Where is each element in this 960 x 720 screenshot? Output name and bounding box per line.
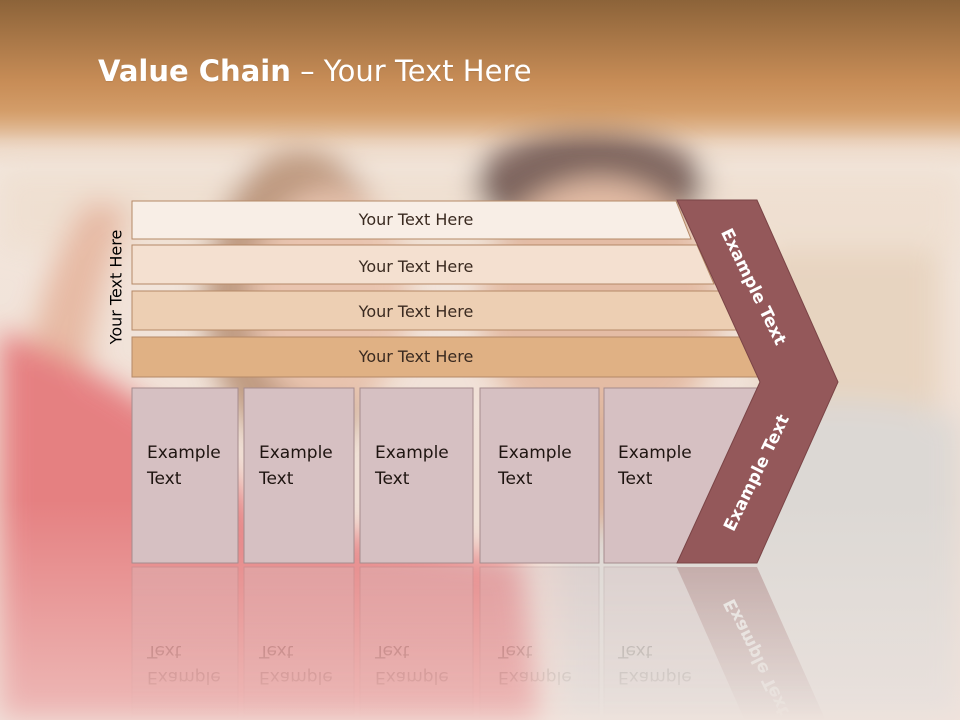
slide-title: Value Chain – Your Text Here: [98, 54, 532, 88]
box-1-shape: [131, 387, 239, 564]
box-1-line1: Example: [147, 443, 221, 463]
box-3-line1: Example: [375, 443, 449, 463]
reflect-box-2-line1: Example: [259, 667, 333, 687]
reflect-box-1-line1: Example: [147, 667, 221, 687]
reflect-box-1-line2: Text: [146, 641, 182, 661]
box-3-line2: Text: [374, 469, 410, 489]
bar-2-shape: [131, 244, 715, 285]
box-1-line2: Text: [146, 469, 182, 489]
box-2-line2: Text: [258, 469, 294, 489]
box-2-line1: Example: [259, 443, 333, 463]
bar-1-label: Your Text Here: [358, 210, 474, 229]
bars-group: Your Text Here Your Text Here Your Text …: [131, 200, 764, 378]
box-4-line1: Example: [498, 443, 572, 463]
box-5-line1: Example: [618, 443, 692, 463]
reflect-box-5-line2: Text: [617, 641, 653, 661]
title-rest: – Your Text Here: [290, 54, 532, 88]
bar-1[interactable]: Your Text Here: [131, 200, 692, 240]
bar-4[interactable]: Your Text Here: [131, 336, 764, 378]
box-1[interactable]: Example Text: [131, 387, 239, 564]
reflect-box-3-line2: Text: [374, 641, 410, 661]
box-3-shape: [359, 387, 474, 564]
bar-2-label: Your Text Here: [358, 257, 474, 276]
box-5-line2: Text: [617, 469, 653, 489]
bar-3[interactable]: Your Text Here: [131, 290, 740, 331]
bar-4-label: Your Text Here: [358, 347, 474, 366]
reflect-box-2-line2: Text: [258, 641, 294, 661]
box-2-shape: [243, 387, 355, 564]
box-4[interactable]: Example Text: [479, 387, 600, 564]
box-4-line2: Text: [497, 469, 533, 489]
reflect-box-4-line1: Example: [498, 667, 572, 687]
boxes-group: Example Text Example Text Example Text E…: [131, 387, 760, 564]
box-2[interactable]: Example Text: [243, 387, 355, 564]
title-bold: Value Chain: [98, 54, 291, 88]
bar-2[interactable]: Your Text Here: [131, 244, 715, 285]
box-3[interactable]: Example Text: [359, 387, 474, 564]
box-4-shape: [479, 387, 600, 564]
reflect-box-3-line1: Example: [375, 667, 449, 687]
reflect-box-5-line1: Example: [618, 667, 692, 687]
bar-3-label: Your Text Here: [358, 302, 474, 321]
reflect-box-4-line2: Text: [497, 641, 533, 661]
chevron-shape: [676, 199, 839, 564]
reflection: Example Text Example Text Example Text E…: [131, 566, 826, 720]
bar-1-shape: [131, 200, 692, 240]
